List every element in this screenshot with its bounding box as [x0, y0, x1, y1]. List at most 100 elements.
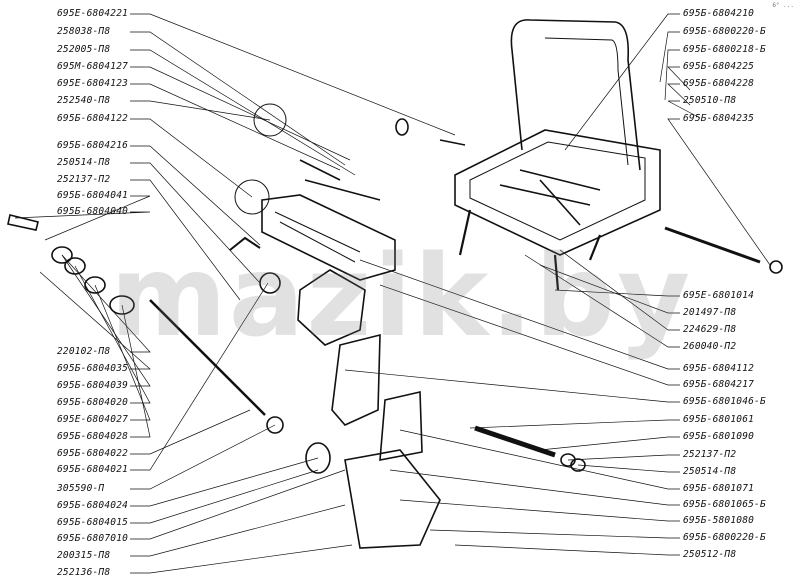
corner-mark: 6° ...: [772, 2, 794, 9]
part-label: 695Б-6804041: [57, 190, 129, 201]
part-label: 305590-П: [57, 483, 105, 494]
leader-line: [130, 504, 346, 557]
part-label: 252540-П8: [57, 95, 111, 106]
leader-line: [399, 429, 680, 490]
leader-line: [130, 409, 251, 455]
part-label: 695Б-6804217: [683, 379, 755, 390]
part-label: 695Б-6804015: [57, 517, 129, 528]
leader-line: [130, 13, 456, 136]
leader-line: [130, 118, 253, 198]
part-label: 252137-П2: [57, 174, 111, 185]
leader-line: [130, 145, 261, 246]
part-label: 695Б-6801061: [683, 414, 755, 425]
part-label: 695Б-6801071: [683, 483, 755, 494]
leader-line: [429, 529, 680, 539]
leader-line: [130, 424, 276, 490]
part-label: 695Б-6804040: [57, 206, 129, 217]
leader-line: [130, 469, 346, 540]
part-label: 252137-П2: [683, 449, 737, 460]
leader-line: [564, 13, 680, 151]
part-label: 695E-6801014: [683, 290, 755, 301]
part-label: 695Б-6804112: [683, 363, 755, 374]
part-label: 250514-П8: [683, 466, 737, 477]
leader-line: [130, 49, 356, 176]
part-label: 695Б-6800220-Б: [683, 532, 766, 543]
part-label: 224629-П8: [683, 324, 737, 335]
part-label: 695Б-6804020: [57, 397, 129, 408]
part-label: 695Б-6800218-Б: [683, 44, 766, 55]
leader-line: [524, 254, 680, 348]
leader-line: [469, 419, 680, 429]
part-label: 695Б-6804028: [57, 431, 129, 442]
part-label: 695E-6804221: [57, 8, 129, 19]
part-label: 695Б-6801065-Б: [683, 499, 766, 510]
part-label: 695E-6804027: [57, 414, 129, 425]
part-label: 695Б-6804225: [683, 61, 755, 72]
leader-line: [454, 544, 680, 556]
part-label: 695Б-6804022: [57, 448, 129, 459]
leader-line: [554, 289, 680, 297]
part-label: 250512-П8: [683, 549, 737, 560]
leader-line: [379, 284, 680, 386]
part-label: 260040-П2: [683, 341, 737, 352]
leader-line: [577, 464, 680, 473]
leader-line: [61, 254, 151, 353]
part-label: 201497-П8: [683, 307, 737, 318]
leader-line: [667, 100, 701, 119]
leader-line: [130, 83, 341, 171]
part-label: 220102-П8: [57, 346, 111, 357]
leader-line: [44, 195, 151, 241]
part-label: 695E-6804123: [57, 78, 129, 89]
leader-line: [39, 271, 151, 370]
part-label: 695Б-6801090: [683, 431, 755, 442]
part-label: 252136-П8: [57, 567, 111, 578]
leader-line: [130, 469, 319, 524]
leader-line: [659, 31, 680, 83]
part-label: 200315-П8: [57, 550, 111, 561]
leader-line: [539, 436, 680, 451]
leader-line: [399, 499, 680, 522]
leader-line: [567, 454, 680, 461]
part-label: 250514-П8: [57, 157, 111, 168]
leader-line: [14, 211, 151, 219]
part-label: 695Б-6804210: [683, 8, 755, 19]
leader-line: [74, 265, 151, 404]
part-label: 695Б-6804021: [57, 464, 129, 475]
leader-line: [130, 282, 269, 471]
part-label: 695Б-6804216: [57, 140, 129, 151]
leader-line: [667, 83, 691, 106]
part-label: 695Б-6804035: [57, 363, 129, 374]
part-label: 695Б-6804122: [57, 113, 129, 124]
leader-line: [664, 49, 680, 101]
leader-line: [121, 304, 151, 438]
leader-line: [61, 254, 151, 387]
part-label: 695M-6804127: [57, 61, 129, 72]
leader-line: [94, 284, 151, 421]
leader-line: [130, 100, 271, 121]
leader-line: [389, 469, 680, 506]
part-label: 252005-П8: [57, 44, 111, 55]
watermark: mazik.by: [110, 232, 693, 362]
leader-line: [559, 249, 680, 331]
part-label: 695Б-6801046-Б: [683, 396, 766, 407]
leader-line: [130, 544, 353, 574]
leader-line: [130, 66, 351, 161]
leader-line: [539, 264, 680, 314]
part-label: 695Б-6804024: [57, 500, 129, 511]
leader-line: [344, 369, 680, 403]
leader-line: [130, 162, 261, 284]
part-label: 250510-П8: [683, 95, 737, 106]
part-label: 695Б-6800220-Б: [683, 26, 766, 37]
leader-line: [667, 118, 771, 266]
leader-line: [130, 31, 346, 166]
leader-line: [359, 259, 680, 370]
part-label: 695Б-5801080: [683, 515, 755, 526]
leader-line: [667, 66, 691, 91]
part-label: 695Б-6804039: [57, 380, 129, 391]
leader-line: [130, 179, 241, 301]
part-label: 695Б-6804228: [683, 78, 755, 89]
part-label: 695Б-6804235: [683, 113, 755, 124]
part-label: 258038-П8: [57, 26, 111, 37]
